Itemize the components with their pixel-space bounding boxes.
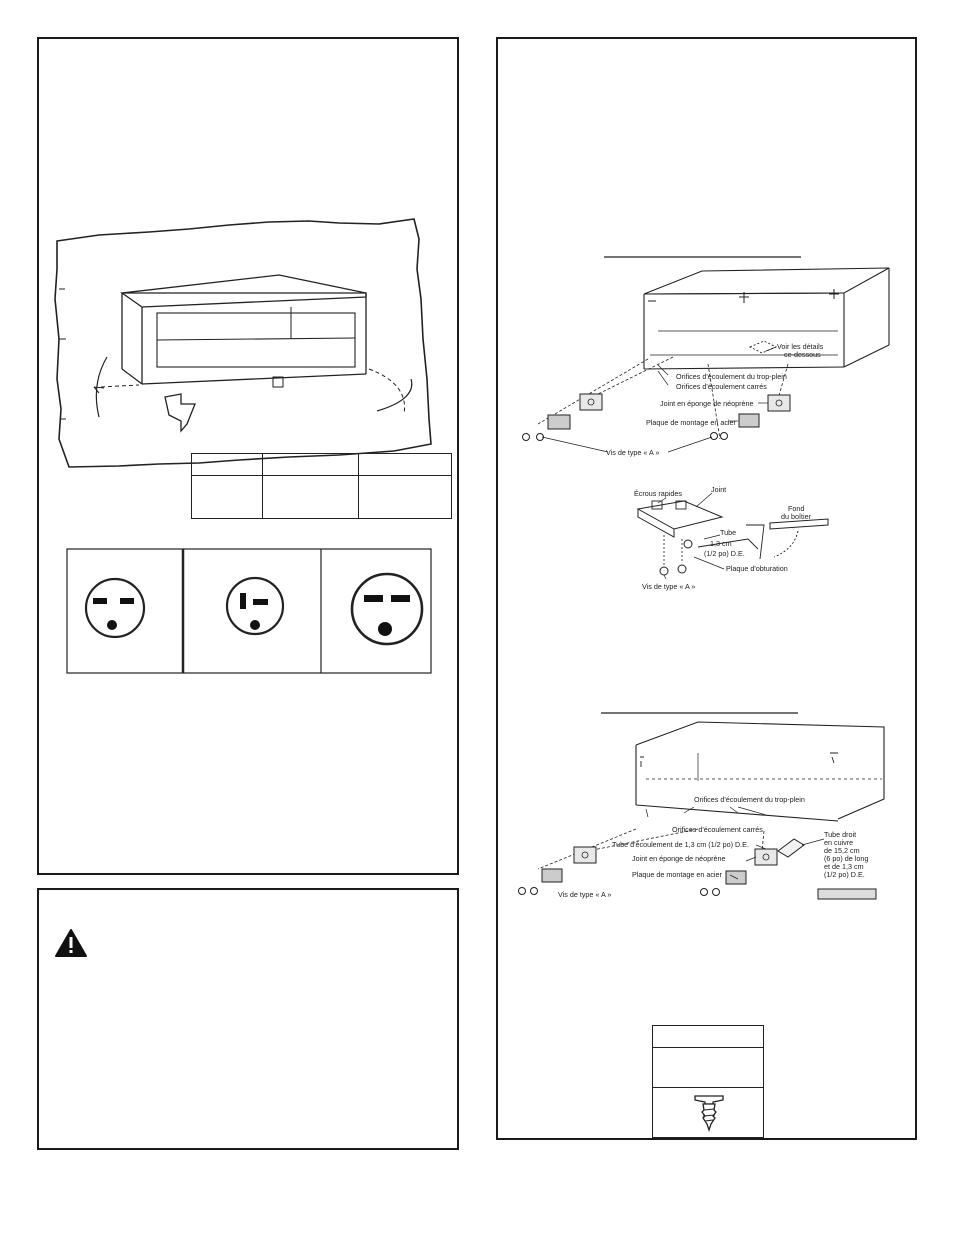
callout-copper-tube-5: et de 1,3 cm: [824, 862, 864, 871]
receptacle-icon-1: [84, 577, 146, 639]
warning-triangle-icon: [55, 929, 87, 957]
callout-joint: Joint: [711, 485, 726, 494]
callout-case-bottom-1: Fond: [788, 504, 804, 513]
table-cell: [652, 1087, 764, 1138]
table-cell: [652, 1047, 764, 1088]
callout-tube: Tube: [720, 528, 736, 537]
callout-overflow-holes: Orifices d'écoulement du trop-plein: [676, 372, 787, 381]
screw-table: [652, 1025, 764, 1138]
receptacle-icon-2: [225, 576, 285, 636]
callout-gasket-b: Joint en éponge de néoprène: [632, 854, 726, 863]
callout-screws-detail: Vis de type « A »: [642, 582, 695, 591]
drain-kit-panel: Voir les détails ce-dessous Orifices d'é…: [496, 37, 917, 1140]
callout-tube-size-2: (1/2 po) D.E.: [704, 549, 745, 558]
table-cell: [191, 475, 263, 519]
callout-mounting-plate-b: Plaque de montage en acier: [632, 870, 723, 879]
callout-copper-tube-3: de 15,2 cm: [824, 846, 860, 855]
callout-screws-b: Vis de type « A »: [558, 890, 611, 899]
callout-square-holes-b: Orifices d'écoulement carrés: [672, 825, 763, 834]
drain-kit-diagram-top: Voir les détails ce-dessous Orifices d'é…: [522, 256, 890, 457]
callout-copper-tube-6: (1/2 po) D.E.: [824, 870, 865, 879]
callout-square-holes: Orifices d'écoulement carrés: [676, 382, 767, 391]
dimension-table: [191, 453, 452, 519]
callout-tube-size-1: 1,3 cm: [710, 539, 732, 548]
table-cell: [652, 1025, 764, 1048]
warning-panel: [37, 888, 459, 1150]
callout-screws: Vis de type « A »: [606, 448, 659, 457]
callout-copper-tube-1: Tube droit: [824, 830, 856, 839]
callout-copper-tube-4: (6 po) de long: [824, 854, 868, 863]
table-cell: [262, 475, 359, 519]
callout-mounting-plate: Plaque de montage en acier: [646, 418, 737, 427]
callout-plug-plate: Plaque d'obturation: [726, 564, 788, 573]
screw-icon: [694, 1095, 724, 1133]
wall-sleeve-illustration: [54, 218, 432, 468]
callout-details-1: Voir les détails: [777, 342, 824, 351]
callout-drain-tube-b: Tube d'écoulement de 1,3 cm (1/2 po) D.E…: [612, 840, 749, 849]
callout-case-bottom-2: du boîtier: [781, 512, 812, 521]
callout-overflow-holes-b: Orifices d'écoulement du trop-plein: [694, 795, 805, 804]
drain-kit-diagram-bottom: Orifices d'écoulement du trop-plein Orif…: [518, 712, 885, 900]
callout-speed-nuts: Écrous rapides: [634, 489, 682, 498]
receptacle-icon-3: [350, 572, 424, 646]
callout-details-2: ce-dessous: [784, 350, 821, 359]
receptacle-illustrations: [66, 548, 432, 674]
wall-sleeve-installation-panel: [37, 37, 459, 875]
callout-copper-tube-2: en cuivre: [824, 838, 853, 847]
drain-kit-detail-diagram: Écrous rapides Joint Fond du boîtier Tub…: [634, 485, 829, 591]
callout-gasket: Joint en éponge de néoprène: [660, 399, 754, 408]
table-cell: [358, 475, 452, 519]
